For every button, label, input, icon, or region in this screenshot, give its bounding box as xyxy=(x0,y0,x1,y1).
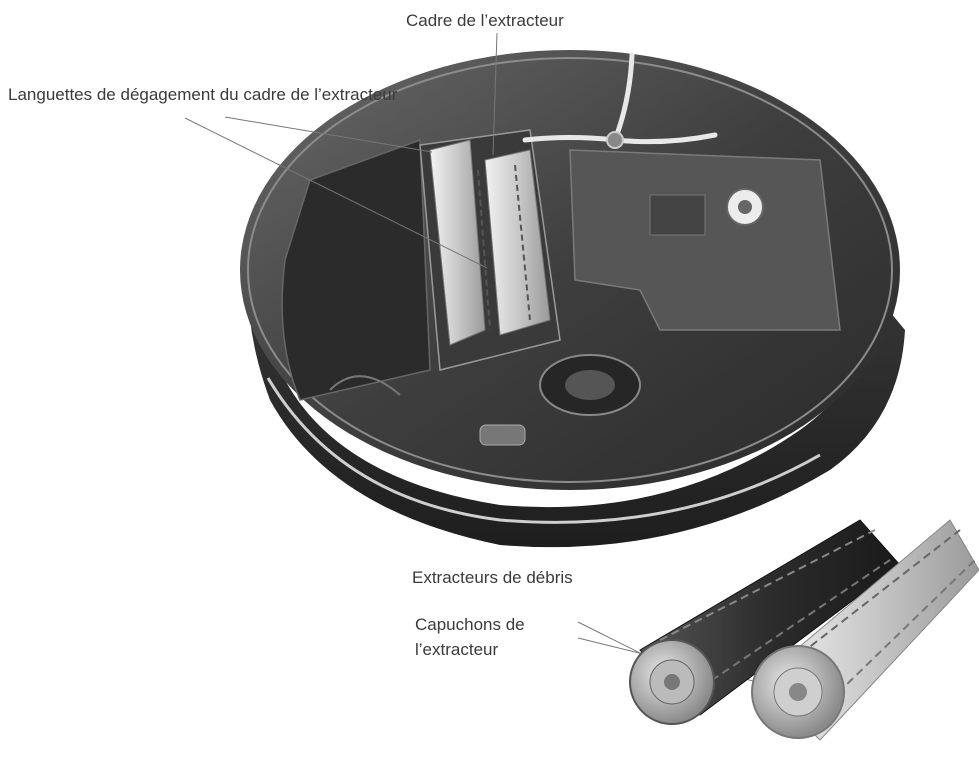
leader-tab-2 xyxy=(184,117,488,269)
robot-side-wall xyxy=(247,240,905,548)
leader-cap-1 xyxy=(577,621,651,659)
leader-tab-1 xyxy=(224,116,433,153)
debris-extractors xyxy=(629,519,979,741)
extractor-frame xyxy=(419,129,561,371)
debris-extractors-label: Extracteurs de débris xyxy=(412,568,573,587)
extractor-frame-label: Cadre de l’extracteur xyxy=(406,11,564,30)
debris-bin xyxy=(281,138,431,401)
extractor-light xyxy=(751,519,979,741)
extractor-caps-label-line2: l’extracteur xyxy=(415,640,499,659)
extractor-caps-label-line1: Capuchons de xyxy=(415,615,525,634)
leader-frame xyxy=(492,32,498,156)
extractor-caps-label: Capuchons de l’extracteur xyxy=(415,612,525,662)
bumper-edge xyxy=(266,377,821,524)
drive-wheel xyxy=(539,354,641,416)
frame-release-tabs-label: Languettes de dégagement du cadre de l’e… xyxy=(8,85,398,104)
extractor-dark xyxy=(629,519,901,725)
side-brush xyxy=(522,52,718,149)
battery-cover xyxy=(569,149,841,331)
robot-vacuum xyxy=(240,50,905,548)
